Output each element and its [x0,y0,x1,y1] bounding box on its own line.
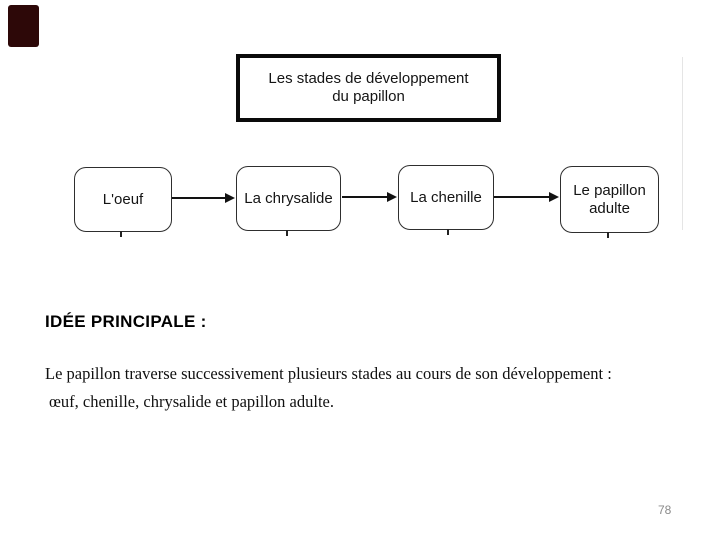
arrow-line [494,196,551,198]
flow-arrow-1 [172,193,235,203]
arrow-line [342,196,389,198]
stage-box-caterpillar: La chenille [398,165,494,230]
connector-stub [120,231,122,237]
stage-box-adult-butterfly: Le papillon adulte [560,166,659,233]
page-number: 78 [658,503,672,517]
connector-stub [286,230,288,236]
paragraph-line-2: œuf, chenille, chrysalide et papillon ad… [49,392,334,411]
main-idea-paragraph: Le papillon traverse successivement plus… [45,360,612,416]
flow-arrow-3 [494,192,559,202]
arrow-head-icon [387,192,397,202]
placeholder-edge-line [682,57,683,230]
connector-stub [607,232,609,238]
main-idea-heading: IDÉE PRINCIPALE : [45,312,207,331]
diagram-title-line-1: Les stades de développement [268,70,469,87]
diagram-title-box: Les stades de développement du papillon [236,54,501,122]
arrow-head-icon [549,192,559,202]
stage-label: La chrysalide [244,189,333,207]
paragraph-line-1: Le papillon traverse successivement plus… [45,364,612,383]
stage-label: Le papillon adulte [573,181,646,217]
stage-box-chrysalis: La chrysalide [236,166,341,231]
stage-label: La chenille [410,188,482,206]
corner-accent-square [8,5,39,47]
arrow-head-icon [225,193,235,203]
flow-arrow-2 [342,192,397,202]
diagram-title-line-2: du papillon [332,88,405,105]
stage-box-egg: L'oeuf [74,167,172,232]
stage-label: L'oeuf [102,190,144,208]
connector-stub [447,229,449,235]
arrow-line [172,197,227,199]
